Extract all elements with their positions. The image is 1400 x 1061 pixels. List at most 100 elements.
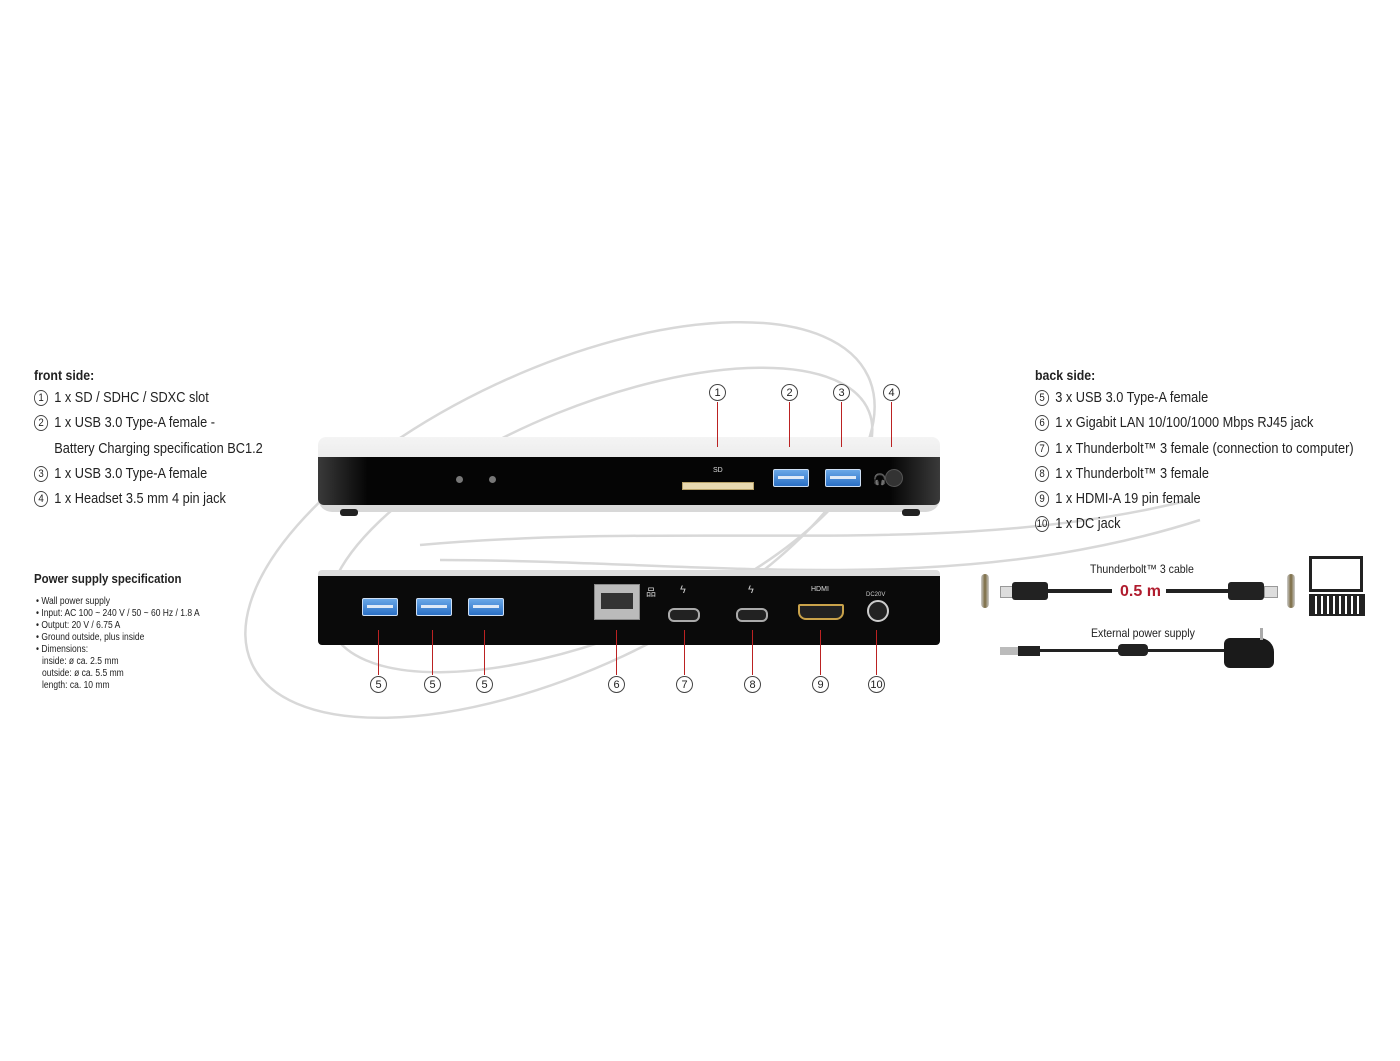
number-badge: 10 (1035, 516, 1050, 532)
list-item: 3 1 x USB 3.0 Type-A female (34, 466, 207, 482)
headset-icon: 🎧 (873, 474, 887, 486)
callout-5: 5 (476, 676, 493, 693)
power-spec-line: length: ca. 10 mm (42, 680, 110, 691)
dock-front-view: SD 🎧 (318, 437, 940, 516)
list-item: 10 1 x DC jack (1035, 516, 1120, 532)
usb-port-rear-2 (416, 598, 452, 616)
list-item-text: 1 x Gigabit LAN 10/100/1000 Mbps RJ45 ja… (1055, 415, 1314, 431)
list-item: 7 1 x Thunderbolt™ 3 female (connection t… (1035, 441, 1354, 457)
rj45-port (594, 584, 640, 620)
dc-label: DC20V (866, 592, 886, 598)
list-item: Battery Charging specification BC1.2 (34, 441, 263, 457)
cable-plug-tip (1264, 586, 1278, 598)
callout-5: 5 (370, 676, 387, 693)
dc-plug (1018, 646, 1040, 656)
hdmi-label: HDMI (811, 586, 829, 593)
laptop-icon (1309, 556, 1363, 592)
callout-8: 8 (744, 676, 761, 693)
power-adapter-icon (1224, 638, 1274, 668)
psu-label: External power supply (1091, 626, 1195, 640)
cable-label: Thunderbolt™ 3 cable (1090, 562, 1194, 576)
list-item-text: 1 x Headset 3.5 mm 4 pin jack (54, 491, 226, 507)
thunderbolt-plug-right (1228, 582, 1264, 600)
callout-line (789, 402, 790, 447)
sd-label: SD (713, 467, 723, 474)
hdmi-port (798, 604, 844, 620)
list-item-text: Battery Charging specification BC1.2 (54, 441, 263, 457)
number-badge: 4 (34, 491, 49, 507)
usb-c-plug-end-icon (1287, 574, 1295, 608)
list-item: 4 1 x Headset 3.5 mm 4 pin jack (34, 491, 226, 507)
power-spec-line: • Input: AC 100 ~ 240 V / 50 ~ 60 Hz / 1… (36, 608, 200, 619)
callout-line (891, 402, 892, 447)
list-item-text: 1 x USB 3.0 Type-A female - (54, 415, 216, 431)
usb-port-front-2 (825, 469, 861, 487)
cable-length: 0.5 m (1120, 583, 1161, 600)
callout-line (484, 630, 485, 675)
callout-line (684, 630, 685, 675)
callout-10: 10 (868, 676, 885, 693)
power-spec-line: • Ground outside, plus inside (36, 632, 145, 643)
dock-rear-view: 品 ϟ ϟ HDMI DC20V (318, 570, 940, 645)
callout-line (752, 630, 753, 675)
callout-line (841, 402, 842, 447)
adapter-prong (1260, 628, 1263, 640)
front-side-heading: front side: (34, 367, 95, 383)
number-badge: 8 (1035, 466, 1050, 482)
callout-2: 2 (781, 384, 798, 401)
thunderbolt-icon: ϟ (680, 584, 686, 596)
dc-plug-tip (1000, 647, 1018, 655)
callout-9: 9 (812, 676, 829, 693)
list-item-text: 3 x USB 3.0 Type-A female (1055, 390, 1209, 406)
power-spec-line: outside: ø ca. 5.5 mm (42, 668, 124, 679)
list-item: 9 1 x HDMI-A 19 pin female (1035, 491, 1201, 507)
usb-c-plug-end-icon (981, 574, 989, 608)
list-item-text: 1 x HDMI-A 19 pin female (1055, 491, 1201, 507)
headset-jack (885, 469, 903, 487)
list-item-text: 1 x Thunderbolt™ 3 female (connection to… (1055, 441, 1354, 457)
thunderbolt-port-2 (736, 608, 768, 622)
power-spec-line: • Wall power supply (36, 596, 111, 607)
usb-port-rear-1 (362, 598, 398, 616)
list-item: 8 1 x Thunderbolt™ 3 female (1035, 466, 1209, 482)
cable-ferrite (1118, 644, 1148, 656)
number-badge: 1 (34, 390, 49, 406)
cable-segment (1048, 589, 1112, 593)
list-item-text: 1 x DC jack (1055, 516, 1121, 532)
cable-segment (1166, 589, 1228, 593)
thunderbolt-plug-left (1012, 582, 1048, 600)
back-side-heading: back side: (1035, 367, 1096, 383)
callout-4: 4 (883, 384, 900, 401)
callout-1: 1 (709, 384, 726, 401)
thunderbolt-icon: ϟ (748, 584, 754, 596)
callout-7: 7 (676, 676, 693, 693)
number-badge: 7 (1035, 441, 1050, 457)
callout-line (378, 630, 379, 675)
callout-5: 5 (424, 676, 441, 693)
number-badge: 9 (1035, 491, 1050, 507)
number-badge: 3 (34, 466, 49, 482)
power-spec-line: inside: ø ca. 2.5 mm (42, 656, 119, 667)
list-item-text: 1 x SD / SDHC / SDXC slot (54, 390, 209, 406)
list-item-text: 1 x USB 3.0 Type-A female (54, 466, 208, 482)
usb-port-front-1 (773, 469, 809, 487)
power-spec-line: • Dimensions: (36, 644, 89, 655)
sd-card-slot (682, 482, 754, 490)
number-badge: 5 (1035, 390, 1050, 406)
network-icon: 品 (646, 588, 656, 599)
list-item: 1 1 x SD / SDHC / SDXC slot (34, 390, 209, 406)
thunderbolt-port-1 (668, 608, 700, 622)
dc-jack (867, 600, 889, 622)
usb-port-rear-3 (468, 598, 504, 616)
led-indicator (456, 476, 463, 483)
callout-6: 6 (608, 676, 625, 693)
laptop-keyboard-icon (1309, 594, 1365, 616)
list-item: 5 3 x USB 3.0 Type-A female (1035, 390, 1208, 406)
callout-line (717, 402, 718, 447)
callout-line (432, 630, 433, 675)
callout-line (616, 630, 617, 675)
list-item-text: 1 x Thunderbolt™ 3 female (1055, 466, 1209, 482)
